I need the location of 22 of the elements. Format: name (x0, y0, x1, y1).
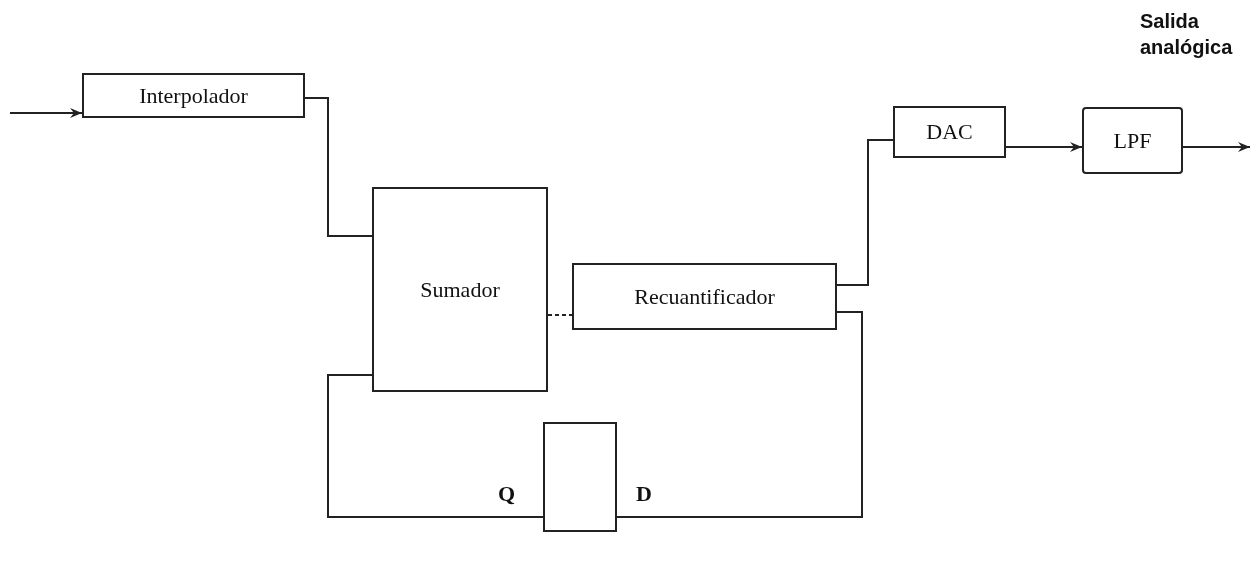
connector-line (327, 374, 544, 518)
process-box (82, 73, 305, 118)
connector-line (304, 97, 373, 237)
connector-line (836, 139, 894, 286)
box-label: Recuantificador (634, 283, 775, 310)
flip-flop-box (543, 422, 617, 532)
arrow (9, 108, 83, 118)
pin-label: D (636, 480, 652, 508)
process-box (372, 187, 548, 392)
process-box (572, 263, 837, 330)
connector-line (616, 311, 863, 518)
box-label: LPF (1113, 127, 1152, 154)
arrow (1182, 142, 1251, 152)
connector-line (547, 314, 573, 316)
pin-label: Q (498, 480, 516, 508)
box-label: Interpolador (139, 82, 248, 109)
output-label: Salida analógica (1140, 9, 1234, 60)
process-box (1082, 107, 1183, 174)
arrow (1005, 142, 1083, 152)
box-label: DAC (926, 119, 973, 145)
process-box (893, 106, 1006, 158)
box-label: Sumador (420, 276, 500, 303)
